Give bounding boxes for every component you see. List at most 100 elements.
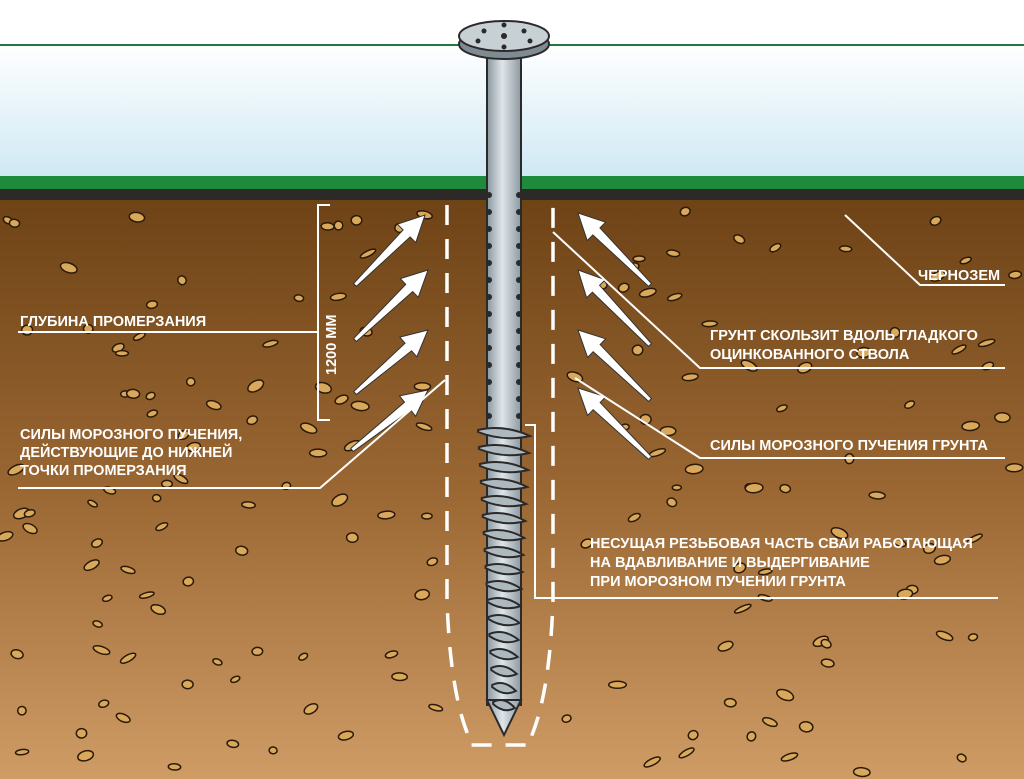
pebble	[308, 448, 328, 458]
leader-heave-left	[18, 379, 446, 489]
notch	[486, 379, 492, 385]
pebble	[167, 763, 182, 771]
heave-arrow	[352, 269, 429, 343]
pebble	[145, 391, 156, 401]
pebble	[607, 680, 628, 690]
thread-turn	[483, 546, 526, 559]
pebble	[643, 756, 662, 768]
pebble	[150, 603, 167, 616]
pebble	[120, 565, 136, 575]
label-chernozem: ЧЕРНОЗЕМ	[918, 268, 1000, 284]
notch	[516, 328, 522, 334]
pebble	[617, 282, 630, 293]
pebble	[320, 222, 335, 231]
notch	[516, 243, 522, 249]
leader-heave-right	[574, 377, 1005, 459]
pebble	[177, 275, 187, 286]
pebble	[226, 739, 240, 749]
thread-turn	[491, 682, 518, 695]
pebble	[678, 747, 695, 759]
soil-boundary-dashed	[445, 205, 555, 747]
pebble	[181, 679, 194, 690]
depth-bracket	[317, 204, 330, 421]
thread-turn	[489, 648, 520, 661]
pebble	[769, 242, 782, 253]
pebble	[115, 712, 131, 724]
plate-bolt-holes	[475, 22, 533, 50]
notch	[516, 362, 522, 368]
notch	[516, 192, 522, 198]
pebble	[820, 658, 835, 668]
notch	[486, 413, 492, 419]
pebble	[956, 753, 967, 763]
pebble	[350, 400, 370, 412]
pebble	[717, 640, 734, 652]
heave-arrow	[350, 389, 429, 453]
pebble	[350, 214, 363, 226]
pile-shaft	[486, 54, 522, 706]
pebble	[746, 731, 757, 742]
thread-turn	[482, 529, 527, 542]
pebble	[384, 650, 399, 659]
pebble	[87, 499, 99, 508]
pebble	[684, 463, 704, 475]
notch	[486, 209, 492, 215]
pebble	[413, 382, 432, 391]
notch	[516, 413, 522, 419]
thread-turn	[484, 563, 525, 576]
pebble	[922, 542, 937, 555]
notch	[516, 396, 522, 402]
pebble	[299, 422, 318, 434]
pebble	[666, 292, 683, 302]
thread-turn	[481, 512, 528, 525]
label-heave-left-1: СИЛЫ МОРОЗНОГО ПУЧЕНИЯ,	[20, 427, 242, 443]
notch	[516, 379, 522, 385]
pebble	[779, 483, 792, 494]
heave-arrow	[577, 212, 653, 288]
pebble	[561, 714, 572, 723]
pebble	[744, 482, 764, 494]
pebble	[77, 749, 95, 762]
pebble	[314, 381, 333, 394]
thread-turn	[485, 580, 524, 593]
leader-slide	[552, 231, 1005, 369]
pebble	[977, 338, 996, 348]
pebble	[681, 372, 699, 382]
notch	[486, 362, 492, 368]
pebble	[1008, 270, 1023, 280]
notch	[486, 192, 492, 198]
pebble	[90, 538, 104, 549]
thread-turn	[488, 631, 521, 644]
pebble	[119, 652, 137, 664]
pebble	[687, 729, 699, 741]
heave-arrow	[577, 329, 653, 403]
pebble	[303, 702, 319, 715]
label-slide-1: ГРУНТ СКОЛЬЗИТ ВДОЛЬ ГЛАДКОГО	[710, 328, 978, 344]
thread-turn	[478, 461, 531, 474]
pebble	[798, 721, 814, 733]
pebble	[59, 261, 78, 274]
pebble	[994, 411, 1011, 424]
pebble	[7, 463, 25, 476]
pebble	[234, 545, 249, 556]
pebble	[333, 220, 344, 231]
pebble	[97, 699, 110, 709]
shaft-notches	[486, 192, 522, 419]
pebble	[838, 245, 853, 253]
pebble	[733, 234, 746, 245]
thread-turn	[479, 478, 530, 491]
thread-turn	[490, 665, 519, 678]
thread-turn	[477, 444, 533, 457]
notch	[516, 311, 522, 317]
pebble	[580, 538, 593, 549]
pebble	[893, 538, 907, 548]
depth-value: 1200 ММ	[324, 315, 340, 375]
notch	[486, 328, 492, 334]
pebble	[820, 638, 832, 649]
pebble	[138, 591, 155, 599]
pebble	[251, 646, 264, 657]
pebble	[428, 703, 444, 712]
pebble	[240, 501, 257, 509]
thread-turn	[487, 614, 522, 627]
